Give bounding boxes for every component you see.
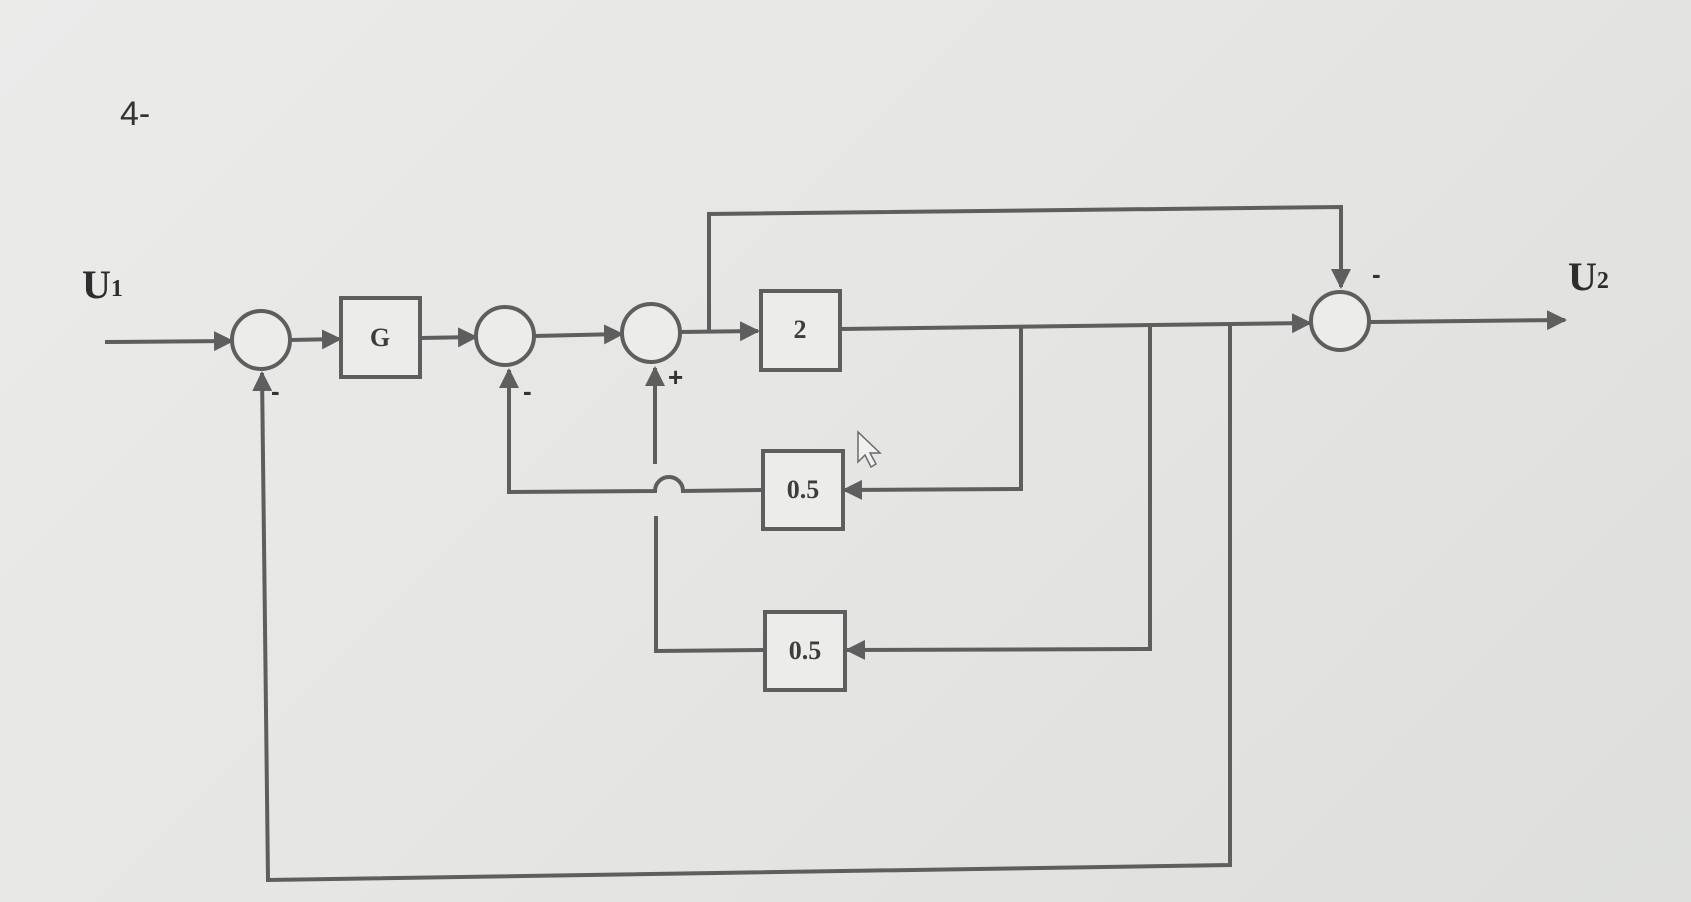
wire-g-to-sum2 (420, 327, 478, 348)
summing-junction-4 (1309, 290, 1371, 352)
sum3-sign: + (668, 362, 683, 392)
problem-number: 4- (120, 95, 150, 133)
wire-sum2-to-sum3 (533, 324, 624, 345)
wire-sum3-to-gain2 (679, 321, 760, 342)
output-label: U2 (1568, 254, 1609, 299)
wire-input-to-sum1 (104, 331, 234, 352)
block-gain-upper-label: 0.5 (787, 475, 820, 504)
summing-junction-2 (474, 305, 536, 367)
cursor-arrow-icon (857, 430, 882, 469)
block-g: G (339, 296, 422, 379)
wire-sum1-to-g (289, 329, 342, 350)
wire-sum4-to-output (1369, 310, 1567, 331)
wire-output-to-lower-gain (845, 327, 1152, 660)
summing-junction-1 (230, 309, 292, 371)
wire-top-feedforward (707, 204, 1351, 332)
wire-gain2-to-sum4 (839, 313, 1312, 334)
sum4-sign: - (1372, 259, 1381, 289)
wire-outer-feedback (252, 325, 1232, 883)
block-gain-2-label: 2 (794, 315, 807, 344)
summing-junction-3 (620, 302, 682, 364)
sum2-sign: - (523, 376, 532, 406)
block-gain-2: 2 (759, 289, 842, 372)
wire-lower-gain-left (654, 516, 765, 654)
block-gain-lower: 0.5 (763, 610, 847, 692)
block-g-label: G (370, 323, 390, 352)
wire-output-to-upper-gain (842, 328, 1023, 500)
block-gain-upper: 0.5 (761, 449, 845, 531)
block-gain-lower-label: 0.5 (789, 636, 822, 665)
input-label: U1 (82, 262, 123, 307)
wire-upper-gain-to-sum2 (499, 368, 763, 495)
sum1-sign: - (271, 376, 280, 406)
